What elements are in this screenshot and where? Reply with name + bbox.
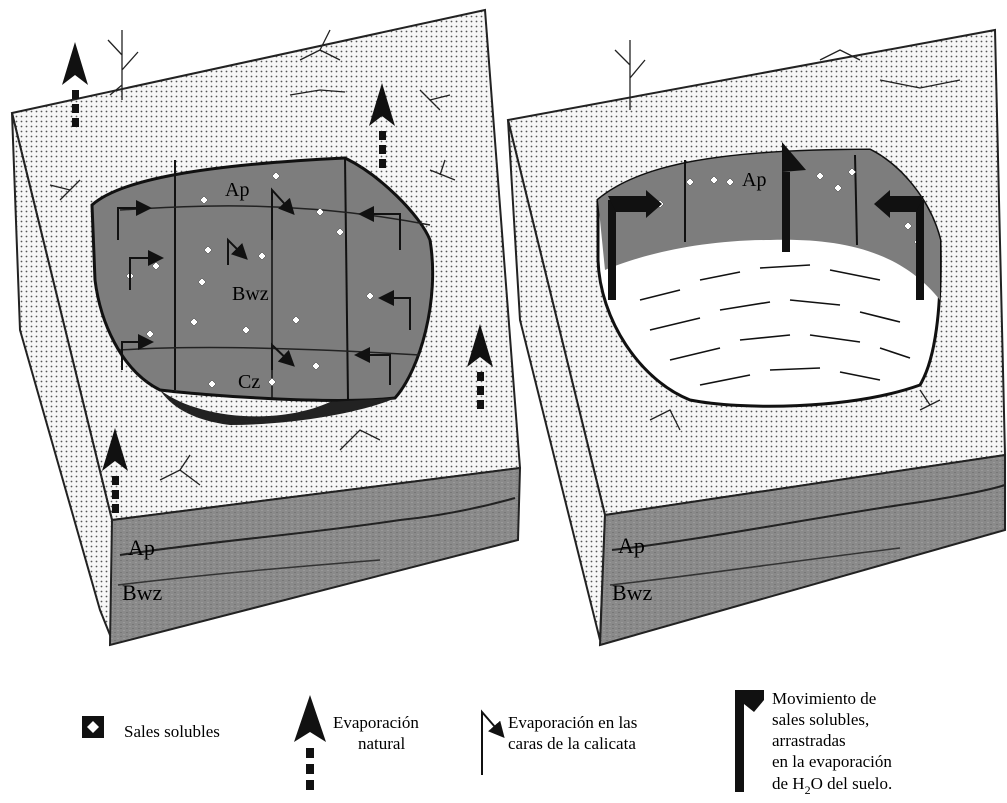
right-front-ap-label: Ap [618, 533, 645, 558]
legend-natural-evaporation-icon [294, 695, 326, 790]
left-soil-block: Ap Bwz Cz Ap Bwz [12, 10, 520, 645]
legend-movement-line3: arrastradas [772, 731, 846, 750]
right-soil-block: Ap Ap Bwz [508, 30, 1005, 645]
legend-face-evap-line2: caras de la calicata [508, 734, 636, 753]
left-front-bwz-label: Bwz [122, 580, 163, 605]
legend-salt-movement-icon [735, 690, 764, 792]
legend-movement-line1: Movimiento de [772, 689, 876, 708]
legend-natural-evap-line1: Evaporación [333, 713, 419, 732]
right-front-bwz-label: Bwz [612, 580, 653, 605]
legend-face-evaporation-icon [482, 712, 502, 775]
legend-movement-line4: en la evaporación [772, 752, 892, 771]
legend-salts-icon [82, 716, 104, 738]
legend-movement-line5-suffix: O del suelo. [811, 774, 893, 793]
left-pit-ap-label: Ap [225, 179, 249, 201]
left-pit-cz-label: Cz [238, 371, 260, 393]
left-pit-bwz-label: Bwz [232, 283, 269, 305]
legend-movement-line2: sales solubles, [772, 710, 869, 729]
left-front-ap-label: Ap [128, 535, 155, 560]
legend-movement-line5-prefix: de H [772, 774, 805, 793]
right-pit-ap-label: Ap [742, 169, 766, 191]
left-pit [92, 158, 433, 400]
legend-face-evap-line1: Evaporación en las [508, 713, 637, 732]
legend-movement-line5: de H2O del suelo. [772, 774, 892, 797]
legend-natural-evap-line2: natural [358, 734, 405, 753]
legend-salts-label: Sales solubles [124, 722, 220, 741]
